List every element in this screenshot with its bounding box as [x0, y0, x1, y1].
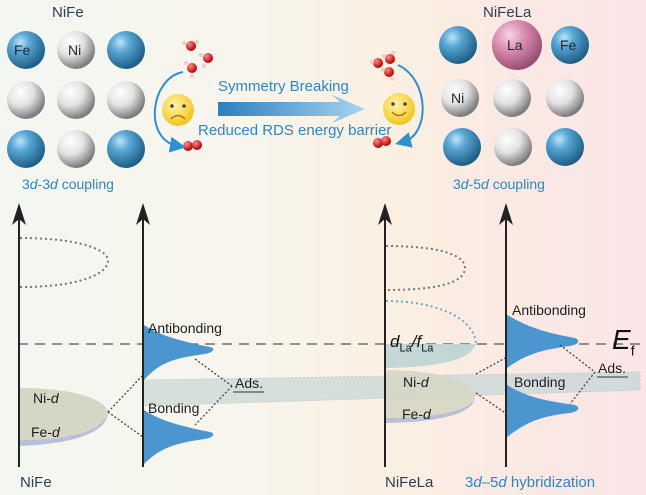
fe-atom	[7, 130, 45, 168]
fe-atom-label-right: Fe	[560, 37, 577, 53]
fe-atom	[546, 128, 584, 166]
fermi-level-label: Ef	[612, 324, 635, 359]
antibonding-label-right: Antibonding	[512, 302, 586, 318]
bonding-label-right: Bonding	[514, 374, 566, 390]
sad-face-icon	[162, 94, 194, 126]
nife-axis-label: NiFe	[20, 474, 52, 491]
d-band-nifela	[386, 370, 475, 420]
ni-atom	[57, 81, 95, 119]
ni-atom-label: Ni	[68, 42, 82, 58]
empty-band-nifela	[385, 245, 467, 291]
fe-atom	[7, 31, 45, 69]
water-molecules-left	[182, 40, 213, 78]
d-band-nife-edge	[20, 414, 108, 446]
water-molecules-right	[370, 51, 395, 81]
antibonding-label-left: Antibonding	[148, 320, 222, 336]
reduced-barrier-label: Reduced RDS energy barrier	[198, 122, 392, 139]
right-atom-grid	[439, 20, 589, 166]
ni-atom	[494, 128, 532, 166]
nifela-title: NiFeLa	[483, 4, 532, 21]
fe-d-label-right: Fe-d	[402, 406, 431, 422]
ni-d-label-left: Ni-d	[33, 390, 59, 406]
fe-atom	[107, 31, 145, 69]
energy-axes	[18, 218, 507, 467]
ni-atom	[57, 130, 95, 168]
fe-d-label-left: Fe-d	[31, 424, 60, 440]
la-band	[386, 344, 476, 368]
happy-face-icon	[383, 93, 415, 125]
ni-atom-label-right: Ni	[451, 90, 465, 106]
bonding-peak-nife	[144, 410, 214, 464]
ni-atom	[441, 79, 479, 117]
cycle-arrow-right	[395, 64, 424, 148]
ni-atom	[546, 79, 584, 117]
ni-atom	[107, 81, 145, 119]
oxygen-molecule-left	[183, 140, 202, 151]
la-band-outline	[385, 300, 477, 345]
la-orbital-label: dLa/fLa	[390, 332, 434, 355]
la-atom-label: La	[507, 37, 523, 53]
fe-atom-label: Fe	[14, 42, 31, 58]
nifela-axis-label: NiFeLa	[385, 474, 434, 491]
antibonding-peak-nife	[144, 325, 214, 380]
fe-atom	[107, 130, 145, 168]
fe-atom	[443, 128, 481, 166]
d-band-nife	[20, 388, 108, 443]
cycle-arrow-left	[153, 71, 186, 153]
ads-label-right: Ads.	[598, 360, 627, 376]
hybridization-label: 3d–5d hybridization	[465, 474, 596, 491]
antibonding-peak-nifela	[507, 315, 579, 368]
empty-band-nife	[19, 237, 110, 288]
symmetry-breaking-label: Symmetry Breaking	[218, 78, 349, 95]
left-coupling-label: 3d-3d coupling	[22, 176, 114, 192]
right-coupling-label: 3d-5d coupling	[453, 176, 545, 192]
oxygen-molecule-right	[373, 136, 391, 148]
ni-atom	[7, 81, 45, 119]
axis-arrowheads	[12, 203, 513, 225]
d-band-nifela-edge	[386, 398, 475, 423]
fe-atom	[439, 26, 477, 64]
ads-label-left: Ads.	[235, 375, 264, 391]
la-atom	[492, 20, 542, 70]
ni-atom	[493, 79, 531, 117]
bonding-label-left: Bonding	[148, 400, 200, 416]
bonding-peak-nifela	[507, 385, 579, 437]
fe-atom	[551, 26, 589, 64]
ni-atom	[57, 31, 95, 69]
hybridization-lines	[107, 344, 596, 438]
ni-d-label-right: Ni-d	[403, 374, 429, 390]
left-atom-grid	[7, 31, 145, 168]
nife-title: NiFe	[52, 4, 84, 21]
process-arrow	[218, 95, 365, 123]
